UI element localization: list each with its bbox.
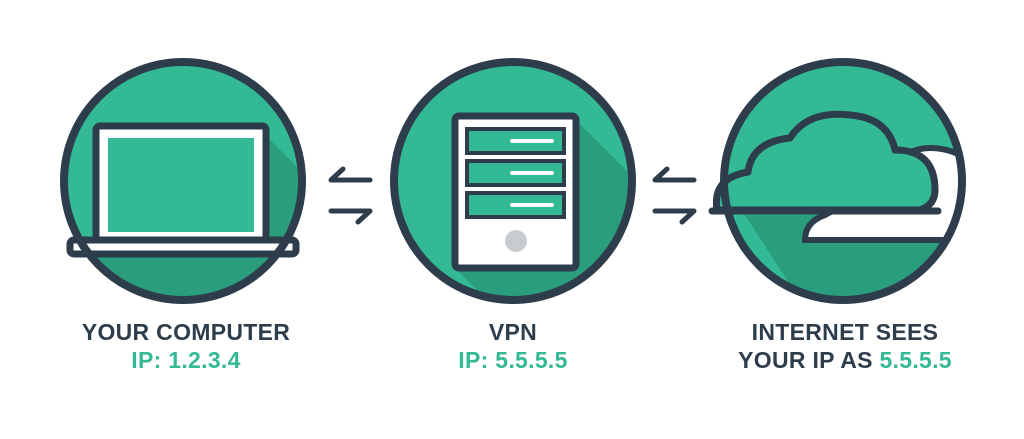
internet-ip-value: 5.5.5.5 bbox=[879, 347, 952, 373]
vpn-caption: VPN IP: 5.5.5.5 bbox=[363, 318, 663, 374]
server-power-button bbox=[505, 230, 527, 252]
internet-node bbox=[708, 58, 966, 304]
computer-caption: YOUR COMPUTER IP: 1.2.3.4 bbox=[36, 318, 336, 374]
vpn-node bbox=[390, 58, 636, 304]
bidirectional-arrows-icon bbox=[328, 166, 373, 225]
internet-ip-line: YOUR IP AS 5.5.5.5 bbox=[695, 346, 995, 374]
internet-ip-prefix: YOUR IP AS bbox=[738, 347, 880, 373]
internet-label: INTERNET SEES bbox=[751, 319, 939, 345]
internet-caption: INTERNET SEES YOUR IP AS 5.5.5.5 bbox=[695, 318, 995, 374]
vpn-shadow bbox=[576, 120, 632, 300]
computer-ip: IP: 1.2.3.4 bbox=[131, 347, 241, 373]
server-icon bbox=[451, 112, 580, 272]
cloud-icon bbox=[708, 110, 942, 215]
vpn-ip: IP: 5.5.5.5 bbox=[458, 347, 568, 373]
laptop-icon bbox=[66, 122, 300, 258]
computer-shadow bbox=[262, 132, 302, 300]
computer-node bbox=[60, 58, 306, 304]
computer-label: YOUR COMPUTER bbox=[81, 319, 291, 345]
bidirectional-arrows-icon bbox=[652, 166, 697, 225]
vpn-label: VPN bbox=[488, 319, 538, 345]
